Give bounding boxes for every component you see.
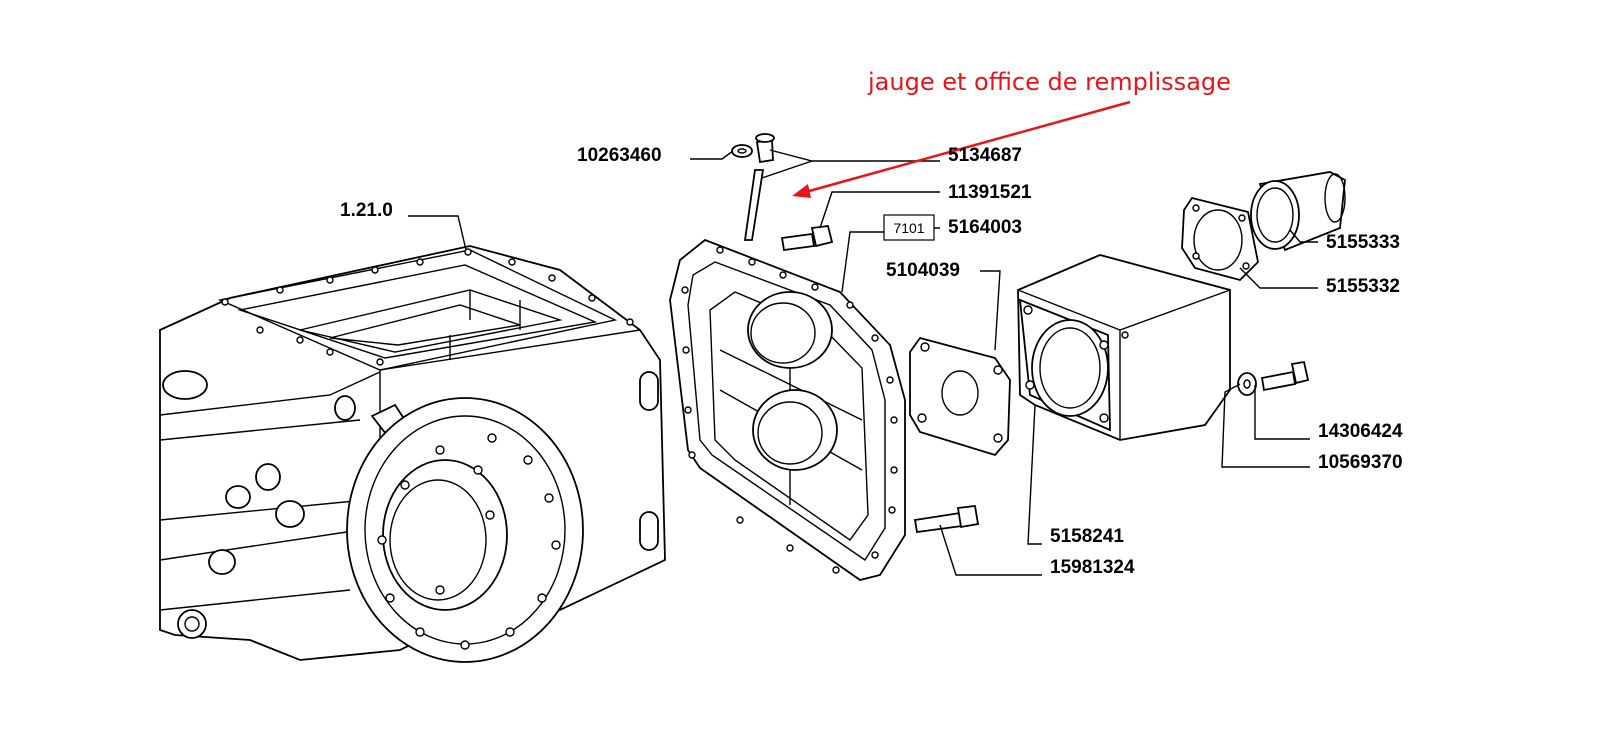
part-number-14306424: 14306424 — [1318, 421, 1403, 442]
reference-box-label: 7101 — [893, 220, 924, 236]
gasket-5104039-drawing — [909, 336, 1011, 457]
dipstick-drawing — [731, 133, 775, 241]
bolt-14306424-drawing — [1237, 360, 1310, 396]
transmission-housing-drawing — [159, 245, 666, 663]
part-number-11391521: 11391521 — [948, 182, 1032, 203]
part-number-5158241: 5158241 — [1050, 526, 1124, 547]
part-number-15981324: 15981324 — [1050, 557, 1135, 578]
bolt-15981324-drawing — [913, 505, 980, 534]
group-label: 1.21.0 — [340, 200, 393, 221]
part-number-5104039: 5104039 — [886, 260, 960, 281]
part-number-10263460: 10263460 — [577, 145, 662, 166]
housing-5158241-drawing — [1017, 254, 1231, 441]
part-number-5134687: 5134687 — [948, 145, 1022, 166]
bolt-11391521-drawing — [780, 225, 834, 252]
part-number-5164003: 5164003 — [948, 217, 1022, 238]
part-number-5155333: 5155333 — [1326, 232, 1400, 253]
part-number-5155332: 5155332 — [1326, 276, 1400, 297]
leader-lines — [408, 149, 1318, 576]
annotation-arrow — [792, 100, 1131, 198]
reference-box: 7101 — [883, 214, 935, 241]
cover-plate-drawing — [669, 238, 906, 581]
part-number-10569370: 10569370 — [1318, 452, 1403, 473]
annotation-text: jauge et office de remplissage — [867, 68, 1231, 96]
sleeve-5155333-drawing — [1250, 171, 1346, 252]
gasket-5155332-drawing — [1181, 196, 1259, 282]
